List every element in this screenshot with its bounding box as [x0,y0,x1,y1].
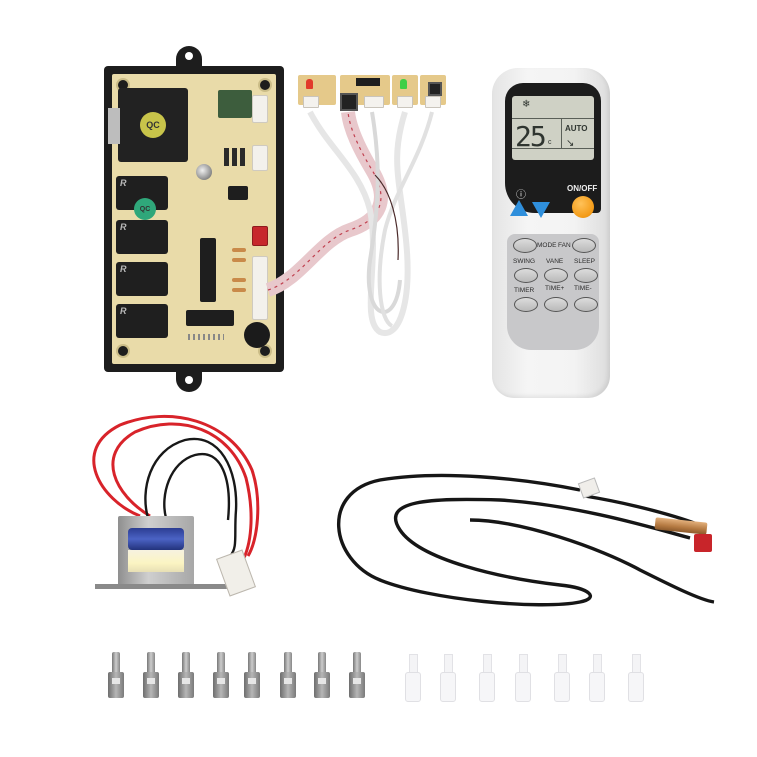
lcd-unit: c [548,139,552,146]
red-connector [252,226,268,246]
relay: R [116,220,168,254]
spade-terminal [244,652,260,700]
spade-terminal [213,652,229,700]
sensor-connector [252,145,268,171]
lcd-divider [512,118,594,119]
diode [224,148,229,166]
spade-terminal [178,652,194,700]
relay: R [116,262,168,296]
spade-terminal [314,652,330,700]
spade-terminal [108,652,124,700]
fan-button[interactable] [572,238,596,253]
green-led [400,79,407,89]
temp-down-button[interactable] [532,202,550,218]
insulating-sleeve [479,654,495,702]
power-connector [252,95,268,123]
qc-label: QC [139,205,151,213]
triac-zone [218,90,252,118]
sleep-label: SLEEP [574,258,595,265]
relay-terminal [108,108,120,144]
capacitor [196,164,212,180]
transformer-mount-foot [95,584,227,589]
relay-mark: R [120,178,127,188]
fan-speed-icon: ↘ [566,138,575,149]
relay: R [116,304,168,338]
diode [232,148,237,166]
insulating-sleeve [440,654,456,702]
mount-hole [260,346,270,356]
time-plus-label: TIME+ [545,285,565,292]
onoff-label: ON/OFF [567,184,598,193]
transformer-coil-primary [128,528,184,550]
snowflake-icon: ❄ [522,99,531,110]
red-led [306,79,313,89]
driver-ic [186,310,234,326]
mount-hole [118,80,128,90]
qc-sticker: QC [140,112,166,138]
insulating-sleeve [515,654,531,702]
sleep-button[interactable] [574,268,598,283]
power-icon: ⓘ [516,190,526,201]
ic-chip [228,186,248,200]
lcd-temperature: 25 [515,120,547,153]
display-connector [397,96,413,108]
vane-label: VANE [546,258,564,265]
buzzer [244,322,270,348]
qc-label: QC [146,120,160,130]
insulating-sleeve [554,654,570,702]
resistor [232,288,246,292]
spade-terminal [280,652,296,700]
relay-mark: R [120,264,127,274]
ir-sensor [356,78,380,86]
insulating-sleeve [405,654,421,702]
display-connector [364,96,384,108]
tact-switch [428,82,442,96]
diode [240,148,245,166]
time-minus-label: TIME- [574,285,592,292]
transformer-coil-secondary [128,550,184,572]
timer-button[interactable] [514,297,538,312]
mode-label: MODE [537,242,557,249]
red-sensor-connector [694,534,712,552]
mode-button[interactable] [513,238,537,253]
fan-label: FAN [558,242,571,249]
swing-button[interactable] [514,268,538,283]
lcd-mode: AUTO [565,124,588,133]
display-connector [303,96,319,108]
timer-label: TIMER [514,287,535,294]
vane-button[interactable] [544,268,568,283]
display-connector [425,96,441,108]
relay-mark: R [120,222,127,232]
time-plus-button[interactable] [544,297,568,312]
relay-mark: R [120,306,127,316]
resistor [232,248,246,252]
resistor [232,278,246,282]
mount-hole [118,346,128,356]
insulating-sleeve [589,654,605,702]
swing-label: SWING [513,258,536,265]
lcd-divider [561,118,562,148]
resistor [232,258,246,262]
remote-lcd-screen [512,96,594,160]
remote-keypad [507,234,599,350]
time-minus-button[interactable] [574,297,598,312]
qc-sticker-green: QC [134,198,156,220]
mount-hole [260,80,270,90]
onoff-button[interactable] [572,196,594,218]
lcd-divider [512,148,594,149]
insulating-sleeve [628,654,644,702]
programming-header [188,334,224,340]
microcontroller [200,238,216,302]
spade-terminal [349,652,365,700]
temp-up-button[interactable] [510,200,528,216]
spade-terminal [143,652,159,700]
ir-receiver [340,93,358,111]
